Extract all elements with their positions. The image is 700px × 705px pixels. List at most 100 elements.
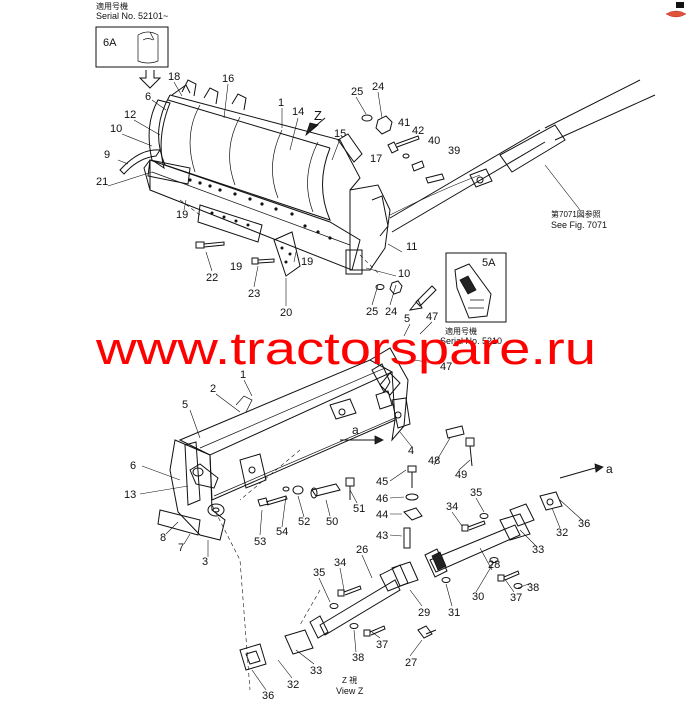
callout: 47	[426, 311, 438, 323]
callout: 26	[356, 544, 368, 556]
callout: 7	[178, 542, 184, 554]
callout: 46	[376, 493, 388, 505]
upper-callouts: 18 16 1 6 12 10 14 15 25 24 41 42 40 39 …	[96, 71, 460, 319]
callout: 11	[406, 241, 417, 253]
callout: 36	[578, 518, 590, 530]
callout: 1	[278, 97, 284, 109]
callout: 33	[310, 665, 322, 677]
callout: 4	[408, 445, 414, 457]
callout: 3	[202, 556, 208, 568]
direction-marker-right: a	[606, 462, 613, 476]
callout: 23	[248, 288, 260, 300]
callout: 52	[298, 516, 310, 528]
callout: 17	[370, 153, 382, 165]
callout: 40	[428, 135, 440, 147]
applicable-note-japanese: 適用号機	[445, 326, 477, 336]
callout: 12	[124, 109, 136, 121]
callout: 47	[440, 361, 452, 373]
callout: 32	[287, 679, 299, 691]
callout: 37	[510, 592, 522, 604]
callout: 49	[455, 469, 467, 481]
callout: 38	[352, 652, 364, 664]
view-label-japanese: Z 視	[342, 676, 357, 685]
serial-header-serial: Serial No. 52101~	[96, 11, 168, 21]
see-fig-japanese: 第7071図参照	[551, 209, 601, 219]
callout: 36	[262, 690, 274, 700]
callout: 27	[405, 657, 417, 669]
callout: 50	[326, 516, 338, 528]
callout: 35	[470, 487, 482, 499]
callout: 21	[96, 176, 108, 188]
callout: 5	[182, 399, 188, 411]
see-fig-note: 第7071図参照 See Fig. 7071	[544, 164, 607, 230]
callout: 24	[385, 306, 397, 318]
callout: 8	[160, 532, 166, 544]
callout: 15	[334, 128, 346, 140]
callout: 9	[104, 149, 110, 161]
callout: 19	[301, 256, 313, 268]
applicable-note: 適用号機 Serial No. 5210	[440, 326, 502, 346]
watermark-text: www.tractorspare.ru	[95, 323, 596, 374]
direction-arrow-left: a	[340, 423, 384, 445]
callout: 20	[280, 307, 292, 319]
callout: 34	[446, 501, 458, 513]
detail-ref-5a: 5A	[482, 257, 496, 269]
cutting-edge-bolt-holes	[188, 178, 332, 240]
view-label-english: View Z	[336, 686, 364, 696]
see-fig-english: See Fig. 7071	[551, 220, 607, 230]
callout: 41	[398, 117, 410, 129]
callout: 10	[110, 123, 122, 135]
callout: 32	[556, 527, 568, 539]
callout: 42	[412, 125, 424, 137]
callout: 19	[176, 209, 188, 221]
view-z-callouts: 34 35 32 36 33 26 28 34 35 29 31 30 37 3…	[251, 487, 590, 702]
callout: 1	[240, 369, 246, 381]
callout: 6	[130, 460, 136, 472]
applicable-note-serial: Serial No. 5210	[440, 336, 502, 346]
callout: 10	[398, 268, 410, 280]
view-z-arrow: Z	[305, 108, 326, 137]
callout: 5	[404, 313, 410, 325]
callout: 6	[145, 91, 151, 103]
callout: 38	[527, 582, 539, 594]
lower-frame-assembly	[157, 347, 411, 691]
upper-hardware	[361, 114, 481, 216]
view-z-label: Z 視 View Z	[336, 676, 364, 696]
callout: 44	[376, 509, 388, 521]
callout: 39	[448, 145, 460, 157]
lower-hardware	[257, 425, 475, 549]
callout: 13	[124, 489, 136, 501]
callout: 33	[532, 544, 544, 556]
detail-box-5a: 5A	[408, 252, 507, 323]
callout: 54	[276, 526, 288, 538]
callout: 2	[210, 383, 216, 395]
callout: 19	[230, 261, 242, 273]
callout: 25	[366, 306, 378, 318]
lower-callouts: 5 47 47 1 2 5 4 48 49 6 13 8 7 3 53 54 5…	[124, 311, 471, 568]
callout: 45	[376, 476, 388, 488]
callout: 48	[428, 455, 440, 467]
callout: 29	[418, 607, 430, 619]
upper-blade-assembly	[119, 79, 656, 277]
callout: 43	[376, 530, 388, 542]
callout: 37	[376, 639, 388, 651]
detail-box-6a: 6A	[95, 26, 169, 89]
direction-arrow-right: a	[559, 462, 613, 479]
callout: 51	[353, 503, 365, 515]
view-arrow-letter: Z	[314, 108, 322, 123]
callout: 34	[334, 557, 346, 569]
callout: 14	[292, 106, 304, 118]
callout: 35	[313, 567, 325, 579]
brand-logo-icon	[665, 2, 687, 18]
callout: 30	[472, 591, 484, 603]
detail-ref-6a: 6A	[103, 37, 117, 49]
callout: 16	[222, 73, 234, 85]
callout: 53	[254, 536, 266, 548]
callout: 18	[168, 71, 180, 83]
view-z-assembly	[239, 491, 563, 671]
direction-marker-left: a	[352, 423, 359, 437]
callout: 24	[372, 81, 384, 93]
callout: 25	[351, 86, 363, 98]
